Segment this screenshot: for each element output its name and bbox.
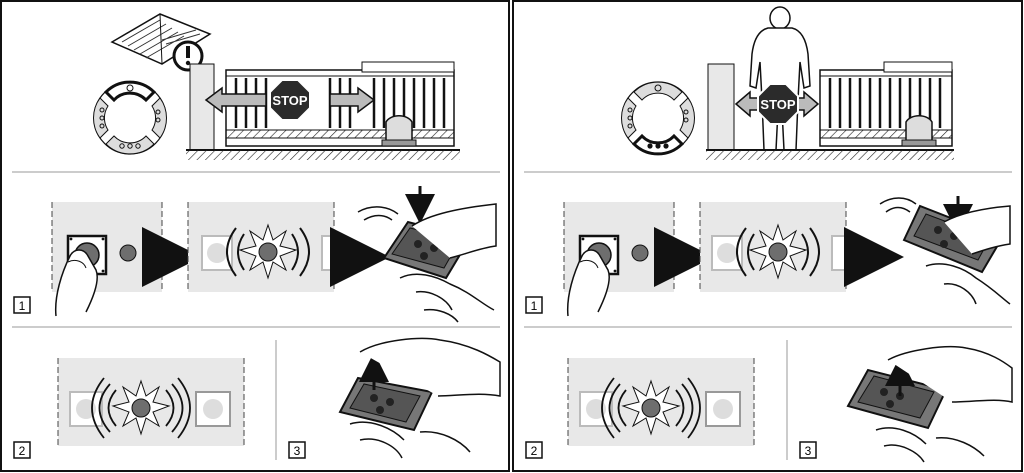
ground [706,149,954,160]
remote-control-icon [338,352,434,432]
hand-icon [887,346,1013,403]
step-label-box [13,441,31,459]
stop-label: STOP [272,93,307,108]
remote-control-icon [357,186,472,280]
hand-icon [566,249,610,317]
step-label: 2 [531,444,538,458]
right-panel-frame [512,0,1023,472]
button-selector-icon [621,81,695,156]
step-label: 3 [294,444,301,458]
hand-icon [359,337,501,397]
control-board-1 [563,202,675,317]
stop-label: STOP [760,97,795,112]
hand-icon [54,249,98,317]
led-indicator-icon [631,244,649,262]
exclamation-warning-icon [172,40,204,72]
stop-sign: STOP [269,79,311,121]
left-panel-frame [0,0,510,472]
step-label-box [525,296,543,314]
hand-icon [411,203,497,259]
double-arrow-icon [204,86,376,114]
control-board-3 [567,358,755,446]
control-board-2 [699,202,853,292]
step-label-box [799,441,817,459]
led-indicator-icon [119,244,137,262]
person-icon [749,6,811,151]
control-board-3 [57,358,245,446]
blinking-led-icon [226,223,310,280]
step-label-box [525,441,543,459]
control-board-2 [187,202,343,292]
gate-motor-icon [381,115,417,147]
sliding-gate-icon [707,61,953,151]
sliding-gate-icon [189,61,455,151]
gate-motor-icon [901,115,937,147]
manual-book-icon [110,13,212,65]
ground [186,149,460,160]
step-label-box [288,441,306,459]
step-label: 3 [805,444,812,458]
control-board-1 [51,202,163,317]
blinking-led-icon [736,223,820,280]
step-label-box [13,296,31,314]
step-label: 1 [531,299,538,313]
stop-sign: STOP [757,83,799,125]
button-selector-icon [93,80,167,155]
step-label: 2 [19,444,26,458]
step-label: 1 [19,299,26,313]
hand-icon [943,205,1011,255]
remote-control-icon [846,356,948,430]
